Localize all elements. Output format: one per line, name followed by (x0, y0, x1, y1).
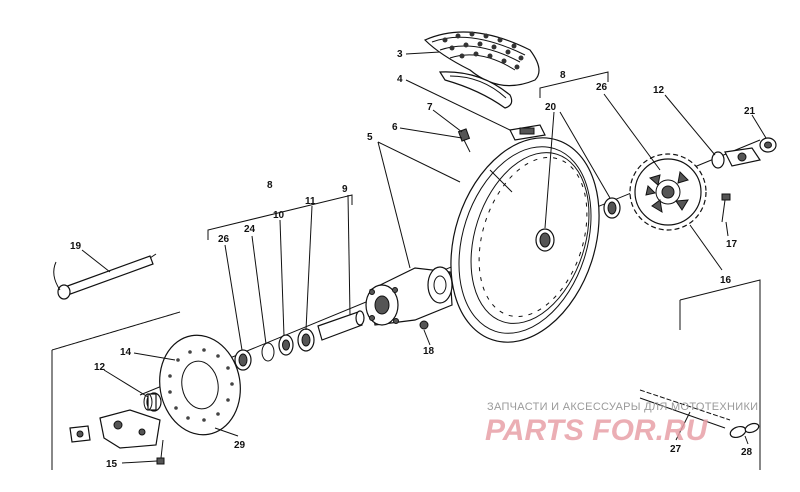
bearing-11 (297, 328, 315, 352)
callout-29: 29 (234, 440, 246, 451)
brake-disc (159, 334, 241, 436)
callout-8-left: 8 (267, 180, 273, 191)
brake-caliper-bracket (99, 409, 161, 449)
callout-14: 14 (120, 347, 132, 358)
callout-8-top: 8 (560, 70, 566, 81)
circlip-24 (261, 342, 275, 362)
callout-10: 10 (273, 210, 285, 221)
callout-7: 7 (427, 102, 433, 113)
callout-26-left: 26 (218, 234, 230, 245)
callout-19: 19 (70, 241, 82, 252)
chain-adjuster-right (711, 147, 761, 169)
bearing-10 (278, 334, 294, 356)
drive-chain (639, 389, 731, 429)
callout-6: 6 (392, 122, 398, 133)
hub-nut (419, 320, 429, 330)
spacer-tube (317, 310, 365, 341)
callout-15: 15 (106, 459, 118, 470)
callout-21: 21 (744, 106, 756, 117)
group-bracket-8-left (207, 194, 353, 240)
group-bracket-8-top (539, 71, 609, 98)
master-link (729, 422, 760, 439)
callout-18: 18 (423, 346, 435, 357)
rear-axle (53, 253, 157, 300)
callout-16: 16 (720, 275, 732, 286)
bearing-26-right (603, 197, 621, 219)
callout-5: 5 (367, 132, 373, 143)
callout-12-right: 12 (653, 85, 665, 96)
watermark-logo: PARTS FOR.RU (485, 414, 709, 447)
inner-tube (438, 71, 513, 109)
bearing-20 (535, 228, 555, 252)
chain-adjuster-left (69, 425, 91, 443)
watermark-caption: ЗАПЧАСТИ И АКСЕССУАРЫ ДЛЯ МОТОТЕХНИКИ (487, 401, 758, 413)
sprocket (629, 153, 707, 231)
bolt-15 (156, 439, 165, 465)
callout-20: 20 (545, 102, 557, 113)
callout-4: 4 (397, 74, 403, 85)
callout-28: 28 (741, 447, 753, 458)
callout-9: 9 (342, 184, 348, 195)
bolt-17 (721, 193, 731, 223)
seal-26-left (234, 349, 252, 371)
tire (423, 31, 540, 87)
callout-26-right: 26 (596, 82, 608, 93)
hub (365, 266, 453, 326)
callout-24: 24 (244, 224, 256, 235)
rim (450, 137, 600, 343)
callout-3: 3 (397, 49, 403, 60)
callout-17: 17 (726, 239, 738, 250)
callout-12-left: 12 (94, 362, 106, 373)
spacer-12-left (143, 392, 162, 412)
callout-27: 27 (670, 444, 682, 455)
callout-11: 11 (305, 196, 316, 207)
axle-nut (759, 137, 777, 153)
